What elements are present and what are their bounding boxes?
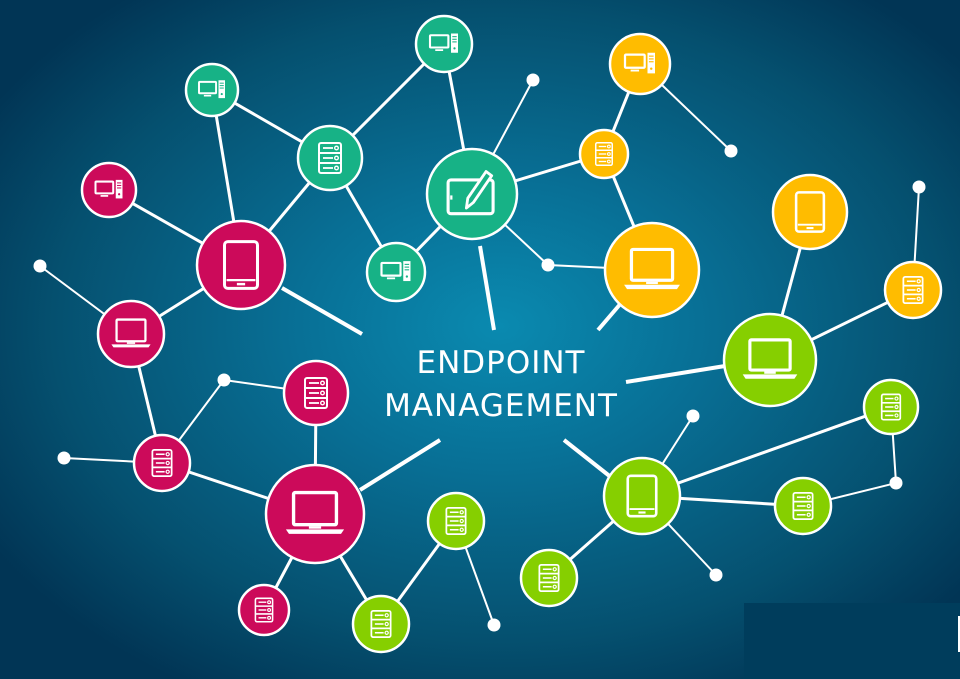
device-node-lime: [351, 594, 411, 654]
endpoint-dot: [686, 409, 700, 423]
device-node-teal: [365, 241, 427, 303]
endpoint-dot: [57, 451, 71, 465]
endpoint-dot: [33, 259, 47, 273]
device-node-magenta: [80, 161, 138, 219]
spoke-line: [358, 438, 442, 492]
device-node-lime: [426, 491, 486, 551]
endpoint-dot: [724, 144, 738, 158]
device-node-magenta: [96, 299, 166, 369]
endpoint-dot: [912, 180, 926, 194]
device-node-lime: [722, 312, 818, 408]
device-node-magenta: [132, 433, 192, 493]
device-node-magenta: [264, 463, 366, 565]
spoke-line: [596, 300, 624, 332]
device-nodes: [80, 14, 943, 654]
device-node-lime: [862, 378, 920, 436]
device-node-yellow: [603, 221, 701, 319]
device-node-teal: [296, 124, 364, 192]
device-node-yellow: [578, 128, 630, 180]
center-spokes: [281, 245, 726, 492]
spoke-line: [625, 364, 726, 384]
spoke-line: [478, 245, 496, 331]
endpoint-dot: [487, 618, 501, 632]
edge-sliver: [958, 616, 960, 652]
device-node-yellow: [883, 260, 943, 320]
endpoint-dot: [217, 373, 231, 387]
device-node-teal: [414, 14, 474, 74]
endpoint-dot: [889, 476, 903, 490]
endpoint-dot: [526, 73, 540, 87]
device-node-magenta: [195, 219, 287, 311]
device-node-teal: [425, 147, 519, 241]
dark-corner-patch: [744, 603, 960, 679]
spoke-line: [281, 286, 363, 336]
device-node-magenta: [282, 359, 350, 427]
device-node-teal: [184, 62, 240, 118]
title-endpoint: ENDPOINT: [416, 345, 586, 381]
device-node-yellow: [608, 32, 672, 96]
spoke-line: [562, 438, 614, 480]
device-node-yellow: [771, 173, 849, 251]
device-node-lime: [519, 548, 579, 608]
endpoint-dots: [33, 73, 926, 632]
device-node-magenta: [237, 583, 291, 637]
title-management: MANAGEMENT: [384, 388, 618, 424]
device-node-lime: [773, 476, 833, 536]
device-node-lime: [602, 456, 682, 536]
connection-line: [640, 405, 893, 498]
endpoint-dot: [541, 258, 555, 272]
endpoint-dot: [709, 568, 723, 582]
